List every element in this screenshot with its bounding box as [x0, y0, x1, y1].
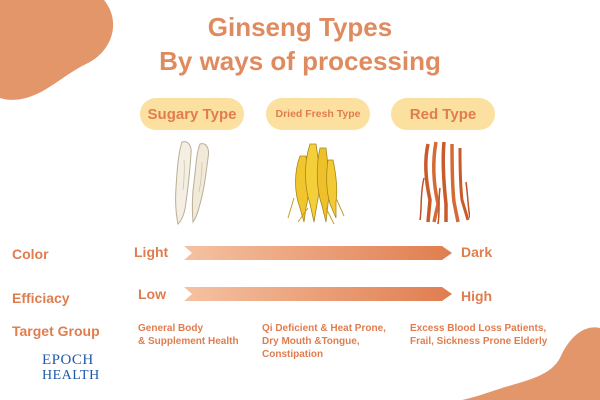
top-left-blob: [0, 0, 114, 100]
target-group-red: Excess Blood Loss Patients, Frail, Sickn…: [410, 323, 548, 347]
bottom-right-blob: [462, 327, 600, 400]
sugary-ginseng-icon: [175, 141, 209, 226]
color-high-label: Dark: [461, 244, 493, 260]
efficacy-low-label: Low: [138, 286, 166, 302]
red-ginseng-icon: [419, 141, 470, 224]
dried-fresh-type-pill: Dried Fresh Type: [266, 98, 370, 130]
logo-line-2: HEALTH: [42, 368, 100, 383]
target-group-dried-fresh: Qi Deficient & Heat Prone, Dry Mouth &To…: [262, 323, 386, 360]
logo-line-1: EPOCH: [42, 352, 94, 368]
epoch-health-logo: EPOCH HEALTH: [42, 352, 100, 384]
color-label: Color: [12, 246, 49, 262]
title-line-1: Ginseng Types: [207, 12, 393, 42]
title-line-2: By ways of processing: [159, 46, 441, 76]
dried-fresh-ginseng-icon: [287, 143, 345, 224]
color-low-label: Light: [134, 244, 169, 260]
sugary-type-pill: Sugary Type: [140, 98, 244, 130]
efficacy-gradient-arrow: [184, 287, 452, 301]
target-group-sugary: General Body & Supplement Health: [138, 323, 239, 347]
efficacy-label: Efficiacy: [12, 290, 70, 306]
color-gradient-arrow: [184, 246, 452, 260]
red-type-pill: Red Type: [391, 98, 495, 130]
efficacy-high-label: High: [461, 288, 493, 304]
target-group-label: Target Group: [12, 323, 100, 339]
